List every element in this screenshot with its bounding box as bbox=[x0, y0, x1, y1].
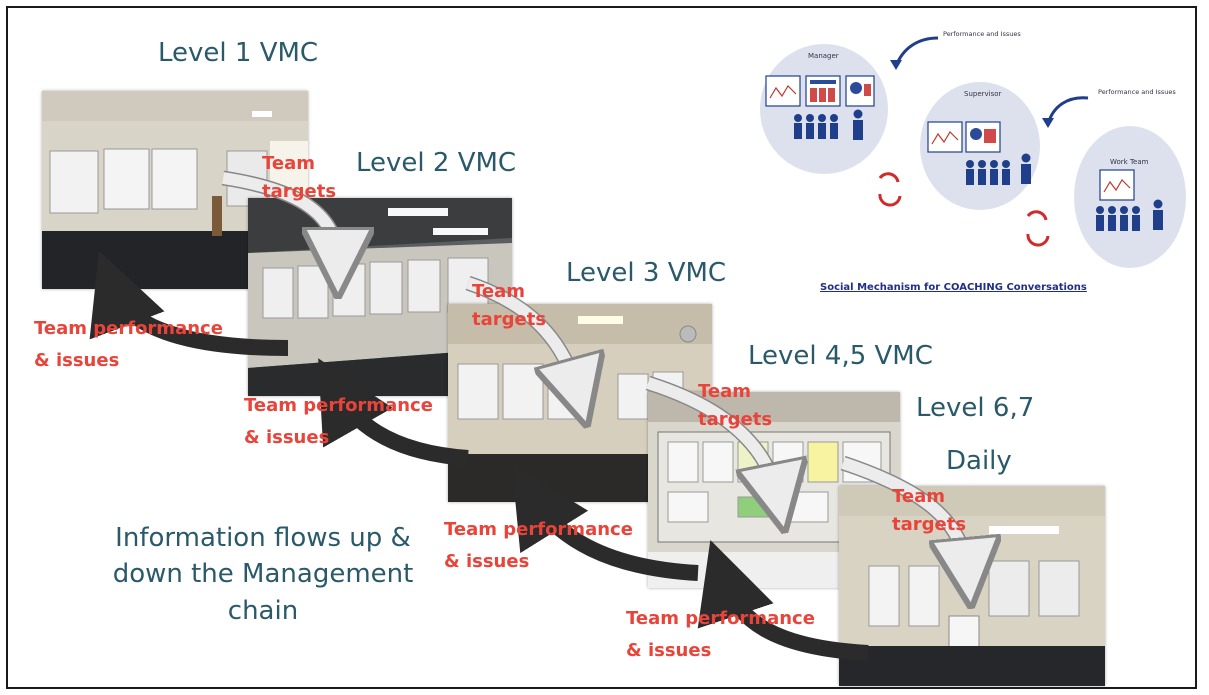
manager-label: Manager bbox=[808, 52, 839, 60]
supervisor-circle bbox=[920, 82, 1040, 210]
flow-label-top: Performance and Issues bbox=[943, 30, 1021, 38]
level-6-7-title: Level 6,7 bbox=[916, 393, 1035, 423]
work-team-circle bbox=[1074, 126, 1186, 268]
slide-frame: Level 1 VMC Level 2 VMC Level 3 VMC Leve… bbox=[6, 6, 1197, 689]
info-flow-text: Information flows up & down the Manageme… bbox=[112, 523, 414, 626]
social-mechanism-caption: Social Mechanism for COACHING Conversati… bbox=[820, 282, 1087, 293]
team-performance-label-1: Team performance & issues bbox=[34, 318, 223, 371]
level-3-title: Level 3 VMC bbox=[566, 258, 727, 288]
team-performance-label-4: Team performance & issues bbox=[626, 608, 815, 661]
level-6-7-photo bbox=[839, 486, 1105, 686]
level-2-title: Level 2 VMC bbox=[356, 148, 517, 178]
work-team-label: Work Team bbox=[1110, 158, 1149, 166]
level-4-5-title: Level 4,5 VMC bbox=[748, 341, 933, 371]
manager-circle bbox=[760, 44, 888, 174]
level-1-title: Level 1 VMC bbox=[158, 38, 319, 68]
team-performance-label-3: Team performance & issues bbox=[444, 519, 633, 572]
team-performance-label-2: Team performance & issues bbox=[244, 395, 433, 448]
supervisor-label: Supervisor bbox=[964, 90, 1002, 98]
flow-label-right: Performance and Issues bbox=[1098, 88, 1176, 96]
daily-title: Daily bbox=[946, 446, 1012, 476]
